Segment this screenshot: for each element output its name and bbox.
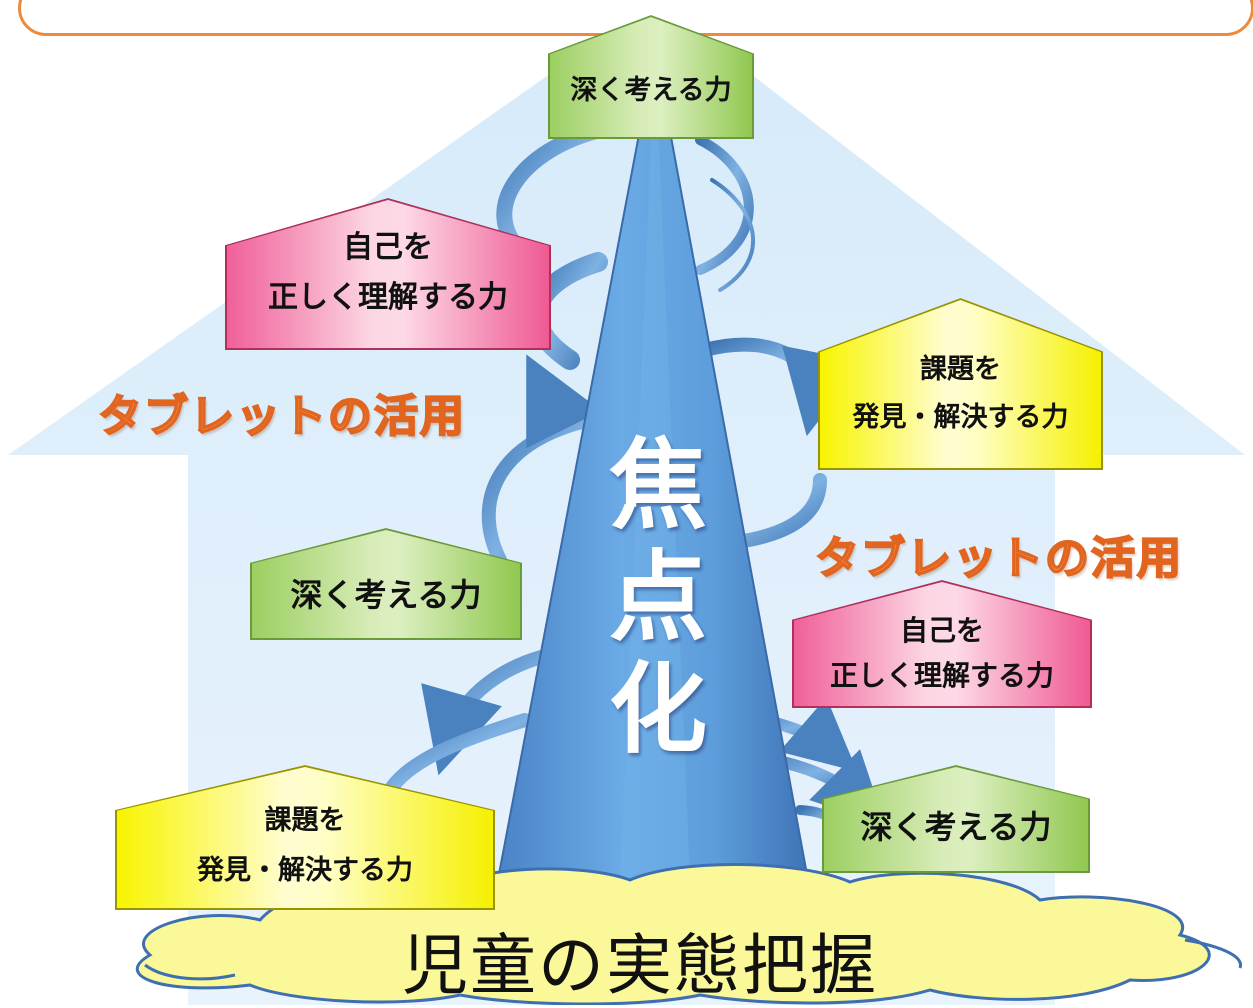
foundation-label: 児童の実態把握 [402,927,878,1004]
focus-char-1: 焦 [608,429,707,543]
label-text: 深く考える力 [860,808,1052,846]
label-text-line1: 自己を [899,614,984,647]
focus-label: 焦 点 化 [588,430,728,766]
tablet-usage-label-right: タブレットの活用 [814,532,1183,585]
label-text-line2: 発見・解決する力 [852,402,1069,433]
label-text-line1: 自己を [343,230,433,265]
label-text-line2: 正しく理解する力 [268,280,508,315]
focus-char-3: 化 [608,653,707,767]
label-text-line2: 発見・解決する力 [197,855,413,886]
label-text: 深く考える力 [570,75,732,106]
label-upper-left-self-understanding: 自己を 正しく理解する力 [225,198,551,350]
label-mid-right-self-understanding: 自己を 正しく理解する力 [792,580,1092,708]
label-text-line1: 課題を [264,805,346,836]
label-text-line1: 課題を [920,354,1001,385]
label-text: 深く考える力 [290,576,482,614]
focus-spire-highlight [620,50,690,885]
label-text-line2: 正しく理解する力 [829,659,1054,692]
tablet-usage-label-left: タブレットの活用 [97,390,466,443]
focus-char-2: 点 [608,541,707,655]
